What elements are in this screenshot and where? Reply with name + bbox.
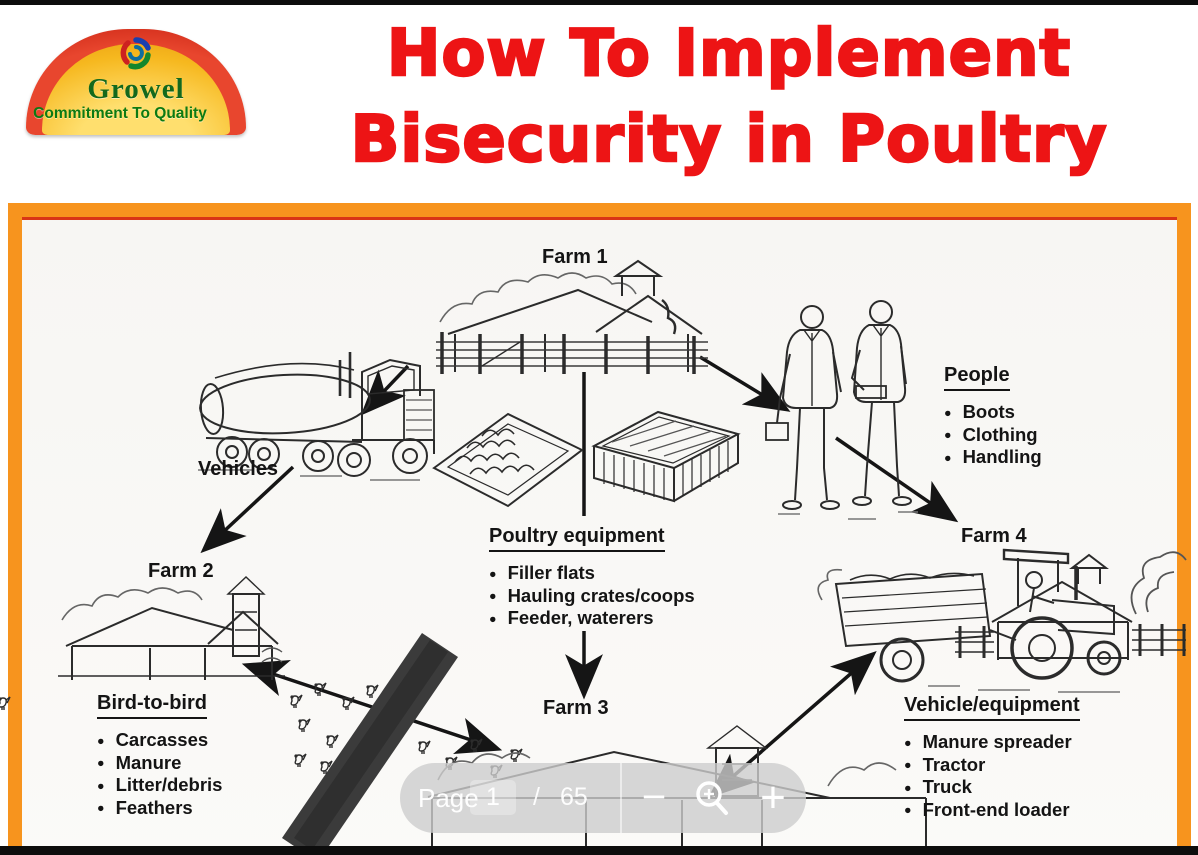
people-heading: People [944, 364, 1010, 391]
list-item: Tractor [904, 754, 1080, 776]
page-number-input[interactable]: 1 [470, 780, 516, 815]
farm4-label: Farm 4 [961, 525, 1027, 547]
zoom-out-button[interactable]: − [641, 773, 667, 820]
pdf-viewer-toolbar: Page 1 / 65 − + [400, 763, 806, 833]
list-item: Boots [944, 401, 1042, 423]
farm3-label: Farm 3 [543, 697, 609, 719]
growel-swirl-icon [120, 37, 151, 70]
growel-logo: Growel Commitment To Quality [26, 29, 246, 135]
bird-to-bird-heading: Bird-to-bird [97, 692, 207, 719]
farm1-label: Farm 1 [542, 246, 608, 268]
header: Growel Commitment To Quality How To Impl… [0, 5, 1198, 203]
list-item: Hauling crates/coops [489, 585, 695, 607]
panel-red-accent-line [22, 217, 1177, 220]
list-item: Manure [97, 752, 222, 774]
vehicle-equipment-section: Vehicle/equipment Manure spreader Tracto… [904, 694, 1080, 822]
poultry-equipment-heading: Poultry equipment [489, 525, 665, 552]
people-section: People Boots Clothing Handling [944, 364, 1042, 470]
logo-tagline-text: Commitment To Quality [33, 105, 207, 122]
list-item: Carcasses [97, 729, 222, 751]
vehicle-equipment-heading: Vehicle/equipment [904, 694, 1080, 721]
page-separator: / [533, 783, 540, 811]
toolbar-divider [620, 763, 622, 833]
farm2-label: Farm 2 [148, 560, 214, 582]
total-pages: 65 [560, 783, 588, 811]
letterbox-top [0, 0, 1198, 5]
people-list: Boots Clothing Handling [944, 401, 1042, 468]
poultry-equipment-section: Poultry equipment Filler flats Hauling c… [489, 525, 695, 631]
title-line-2: Bisecurity in Poultry [349, 102, 1108, 179]
list-item: Litter/debris [97, 774, 223, 796]
vehicles-label: Vehicles [198, 458, 279, 480]
logo-brand-text: Growel [87, 73, 185, 105]
bird-to-bird-section: Bird-to-bird Carcasses Manure Litter/deb… [97, 692, 222, 820]
list-item: Manure spreader [904, 731, 1080, 753]
list-item: Feathers [97, 797, 222, 819]
list-item: Clothing [944, 424, 1042, 446]
list-item: Filler flats [489, 562, 695, 584]
title-line-1: How To Implement [386, 16, 1072, 93]
page-title: How To Implement Bisecurity in Poultry [268, 11, 1190, 183]
vehicle-equipment-list: Manure spreader Tractor Truck Front-end … [904, 731, 1080, 821]
letterbox-bottom [0, 846, 1198, 855]
list-item: Truck [904, 776, 1080, 798]
list-item: Feeder, waterers [489, 607, 695, 629]
poultry-equipment-list: Filler flats Hauling crates/coops Feeder… [489, 562, 695, 629]
magnifier-zoom-icon[interactable] [692, 779, 732, 819]
zoom-in-button[interactable]: + [760, 773, 786, 822]
list-item: Handling [944, 446, 1042, 468]
bird-to-bird-list: Carcasses Manure Litter/debris Feathers [97, 729, 223, 819]
list-item: Front-end loader [904, 799, 1080, 821]
